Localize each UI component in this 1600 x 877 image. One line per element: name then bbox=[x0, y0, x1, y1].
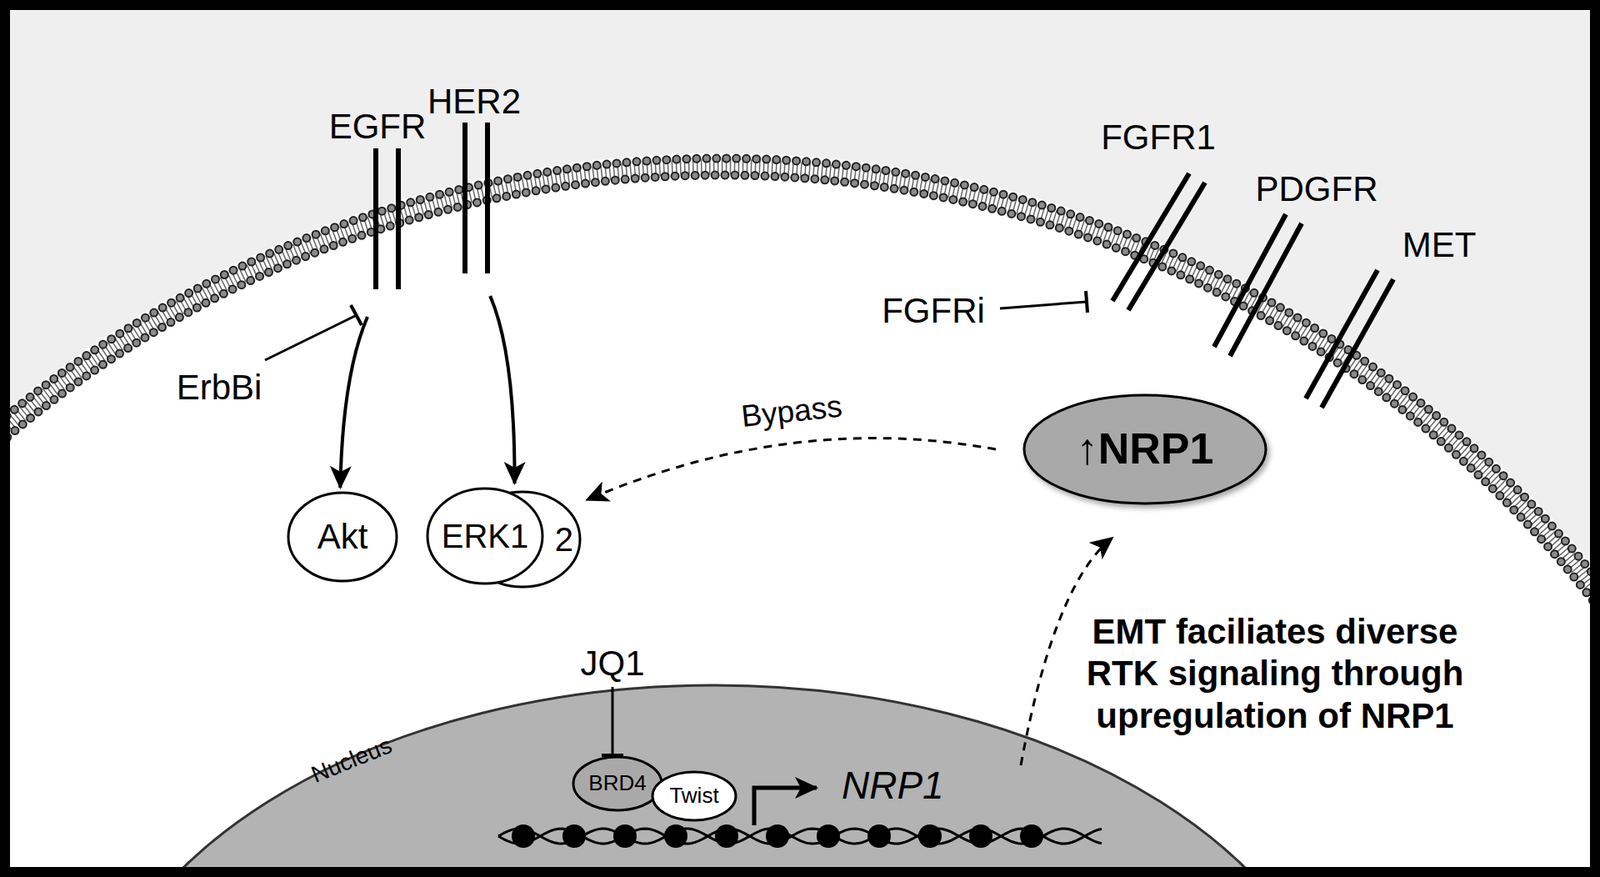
node-label: HER2 bbox=[427, 81, 521, 122]
receptor-strand bbox=[373, 148, 379, 290]
node-label: PDGFR bbox=[1255, 169, 1379, 210]
node-label: BRD4 bbox=[588, 770, 646, 796]
nucleosome bbox=[562, 824, 586, 848]
inhibitor-bar bbox=[601, 753, 624, 757]
inhibitor-lines bbox=[265, 290, 1088, 755]
nucleosome bbox=[816, 824, 840, 848]
ellipse-outline bbox=[427, 488, 543, 584]
kinase-ellipse: Akt bbox=[286, 490, 399, 583]
inhibitor-line bbox=[265, 315, 357, 360]
node-label: ERK1 bbox=[441, 516, 530, 555]
inhibitor-label: JQ1 bbox=[580, 642, 645, 685]
lipid-heads-outline bbox=[0, 175, 1600, 877]
receptor-strand bbox=[1321, 279, 1394, 408]
protein-ellipse: ↑NRP1 bbox=[1022, 393, 1268, 505]
nucleosome bbox=[613, 824, 637, 848]
lipid-heads bbox=[0, 175, 1600, 877]
node-label: MET bbox=[1402, 225, 1477, 265]
signal-arrow bbox=[340, 316, 368, 488]
ellipse-outline bbox=[1024, 395, 1266, 504]
dna-strand bbox=[498, 824, 1102, 848]
receptor: FGFR1 bbox=[1100, 117, 1225, 314]
inhibitor-bar bbox=[1085, 290, 1088, 313]
gene-label: NRP1 bbox=[841, 762, 945, 809]
inhibitor-line bbox=[611, 686, 615, 755]
node-label: Twist bbox=[669, 783, 719, 809]
receptor-strand bbox=[395, 148, 401, 290]
receptor: HER2 bbox=[424, 81, 525, 275]
node-label: Akt bbox=[317, 516, 369, 557]
receptor-strand bbox=[1128, 182, 1205, 310]
receptor: EGFR bbox=[327, 106, 428, 292]
dna-backbone bbox=[498, 828, 1102, 844]
node-label: FGFR1 bbox=[1100, 117, 1216, 158]
ellipse-outline bbox=[465, 491, 580, 587]
bypass-arrow bbox=[586, 438, 996, 500]
membrane-band bbox=[0, 166, 1600, 877]
dna-backbone bbox=[498, 828, 1102, 844]
inhibitor-line bbox=[1000, 301, 1087, 309]
nucleosome bbox=[867, 824, 891, 848]
receptor-strand bbox=[1214, 214, 1286, 347]
nucleosome bbox=[918, 824, 942, 848]
lipid-tails bbox=[0, 166, 1600, 877]
node-label: ↑NRP1 bbox=[1076, 424, 1215, 475]
inhibitor-bar bbox=[350, 305, 362, 325]
nucleosome bbox=[969, 824, 993, 848]
lipid-heads bbox=[0, 158, 1600, 877]
cell-interior bbox=[0, 153, 1600, 877]
summary-note: EMT faciliates diverse RTK signaling thr… bbox=[1054, 610, 1496, 737]
receptor-strand bbox=[485, 122, 490, 274]
nucleosome bbox=[715, 824, 739, 848]
inhibitor-label: FGFRi bbox=[881, 290, 985, 332]
nucleosome bbox=[664, 824, 688, 848]
receptor-strand bbox=[1305, 270, 1378, 399]
protein-ellipse: BRD4 bbox=[571, 755, 664, 812]
receptor: PDGFR bbox=[1204, 169, 1384, 361]
receptor: MET bbox=[1300, 225, 1484, 413]
kinase-ellipse: ERK1 bbox=[425, 486, 545, 585]
inhibitor-label: ErbBi bbox=[176, 366, 263, 409]
protein-ellipse: Twist bbox=[650, 770, 738, 822]
receptor-strand bbox=[1112, 173, 1190, 301]
receptor-strand bbox=[1230, 223, 1302, 356]
nucleosome bbox=[1020, 824, 1044, 848]
ellipse-outline bbox=[573, 756, 662, 810]
receptor-strand bbox=[462, 122, 468, 274]
lipid-heads-outline bbox=[0, 158, 1600, 877]
nucleosome bbox=[765, 824, 790, 848]
node-label: 2 bbox=[555, 520, 574, 559]
promoter-arrow bbox=[754, 787, 817, 825]
node-label: EGFR bbox=[329, 106, 427, 147]
signal-arrow bbox=[490, 295, 515, 484]
ellipse-outline bbox=[288, 492, 397, 581]
nucleosome bbox=[511, 824, 535, 848]
ellipse-outline bbox=[652, 771, 736, 820]
